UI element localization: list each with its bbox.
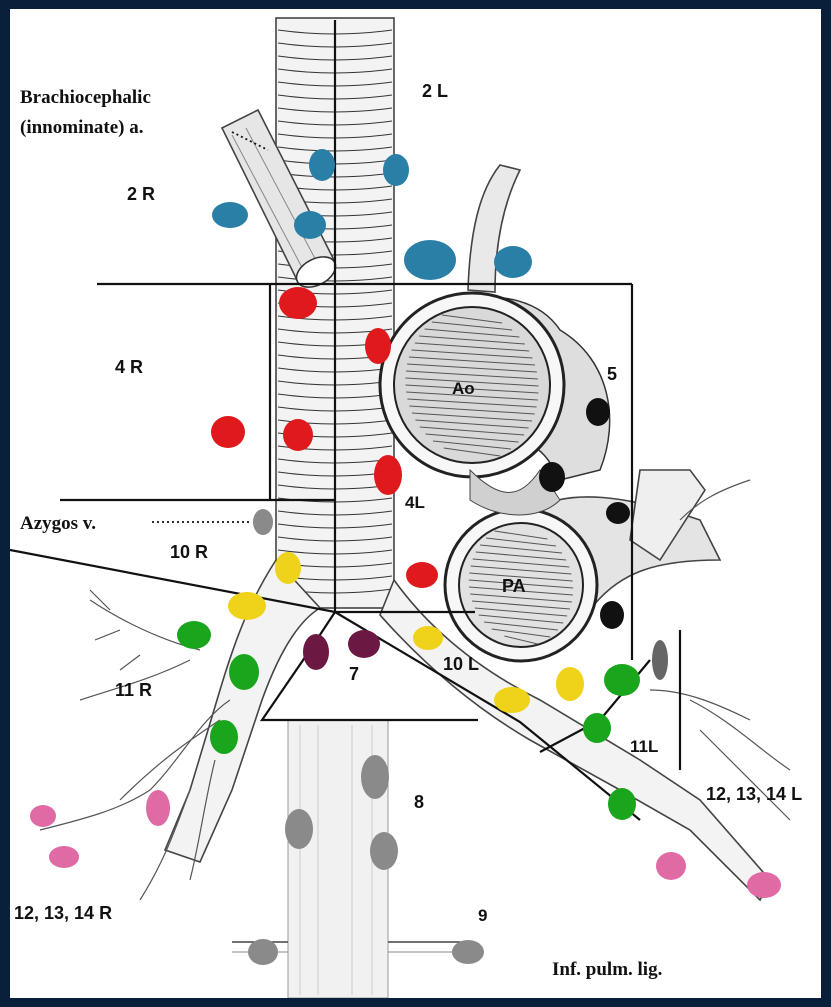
azygos-label: Azygos v. (20, 513, 96, 534)
inf-pulm-lig-label: Inf. pulm. lig. (552, 959, 662, 980)
station-4L-label: 4L (405, 493, 425, 512)
station-2L-label: 2 L (422, 81, 448, 101)
lymph-nodes-purple (303, 630, 380, 670)
lymph-node-station-diagram: Brachiocephalic (innominate) a. 2 L 2 R … (10, 9, 821, 998)
brachiocephalic-label-line1: Brachiocephalic (20, 87, 151, 108)
station-10L-label: 10 L (443, 654, 479, 674)
aorta-label: Ao (452, 379, 475, 398)
station-11L-label: 11L (630, 737, 658, 756)
aortic-arch (380, 293, 610, 480)
station-5-label: 5 (607, 364, 617, 384)
station-11R-label: 11 R (115, 680, 152, 700)
station-2R-label: 2 R (127, 184, 155, 204)
station-12-13-14L-label: 12, 13, 14 L (706, 784, 802, 804)
brachiocephalic-label-line2: (innominate) a. (20, 117, 144, 138)
station-12-13-14R-label: 12, 13, 14 R (14, 903, 112, 923)
diagram-canvas: Brachiocephalic (innominate) a. 2 L 2 R … (10, 9, 821, 998)
station-8-label: 8 (414, 792, 424, 812)
pulmonary-artery-label: PA (502, 576, 526, 596)
station-10R-label: 10 R (170, 542, 208, 562)
station-9-label: 9 (478, 906, 487, 925)
station-4R-label: 4 R (115, 357, 143, 377)
station-7-label: 7 (349, 664, 359, 684)
